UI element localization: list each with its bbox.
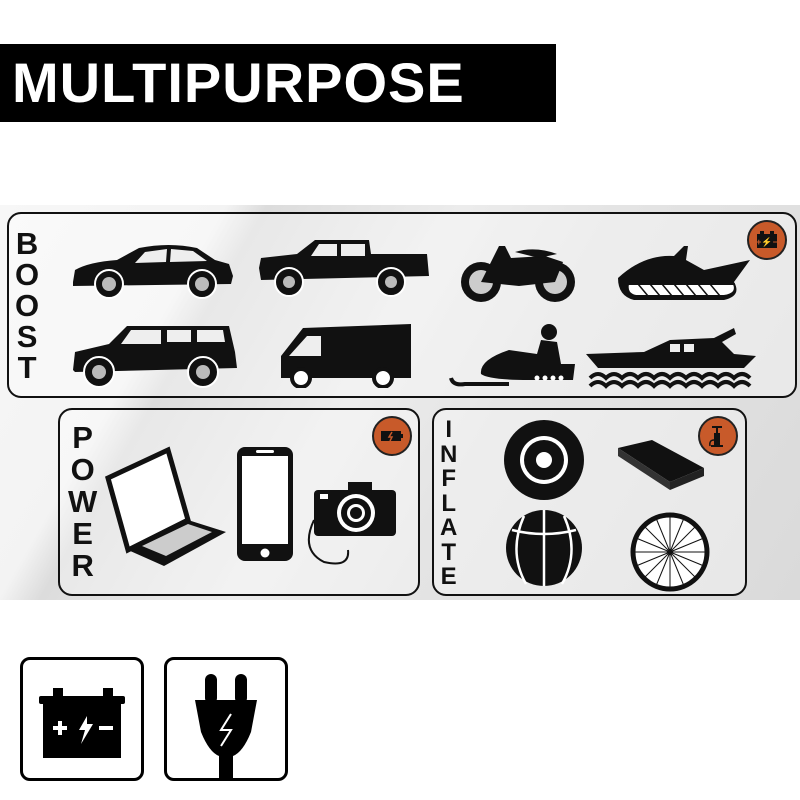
svg-text:+⚡−: +⚡− — [756, 236, 778, 248]
boost-label: B O O S T — [15, 226, 40, 385]
laptop-icon — [105, 446, 226, 566]
car-battery-icon — [20, 657, 144, 781]
title-banner: MULTIPURPOSE — [0, 44, 556, 122]
power-label: P O W E R — [68, 420, 98, 583]
boost-section: B O O S T — [7, 212, 797, 398]
air-pump-badge-icon — [698, 416, 738, 456]
snowmobile-icon — [449, 324, 575, 387]
inflate-label: I N F L A T E — [440, 416, 458, 590]
bicycle-wheel-icon — [630, 512, 710, 592]
suv-icon — [73, 326, 237, 388]
yacht-icon — [586, 328, 756, 389]
motorcycle-icon — [461, 246, 575, 302]
car-battery-badge-icon: +⚡− — [747, 220, 787, 260]
air-mattress-icon — [618, 440, 704, 490]
camera-icon — [307, 482, 396, 565]
basketball-icon — [506, 510, 582, 586]
inflate-section: I N F L A T E — [432, 408, 747, 596]
page-title: MULTIPURPOSE — [12, 51, 465, 114]
power-section: P O W E R — [58, 408, 420, 596]
power-plug-icon — [164, 657, 288, 781]
jet-ski-icon — [618, 246, 750, 300]
tire-icon — [504, 420, 584, 500]
smartphone-icon — [237, 447, 293, 561]
sedan-car-icon — [73, 245, 233, 299]
van-icon — [281, 324, 411, 388]
battery-charging-badge-icon — [372, 416, 412, 456]
pickup-truck-icon — [259, 240, 429, 297]
